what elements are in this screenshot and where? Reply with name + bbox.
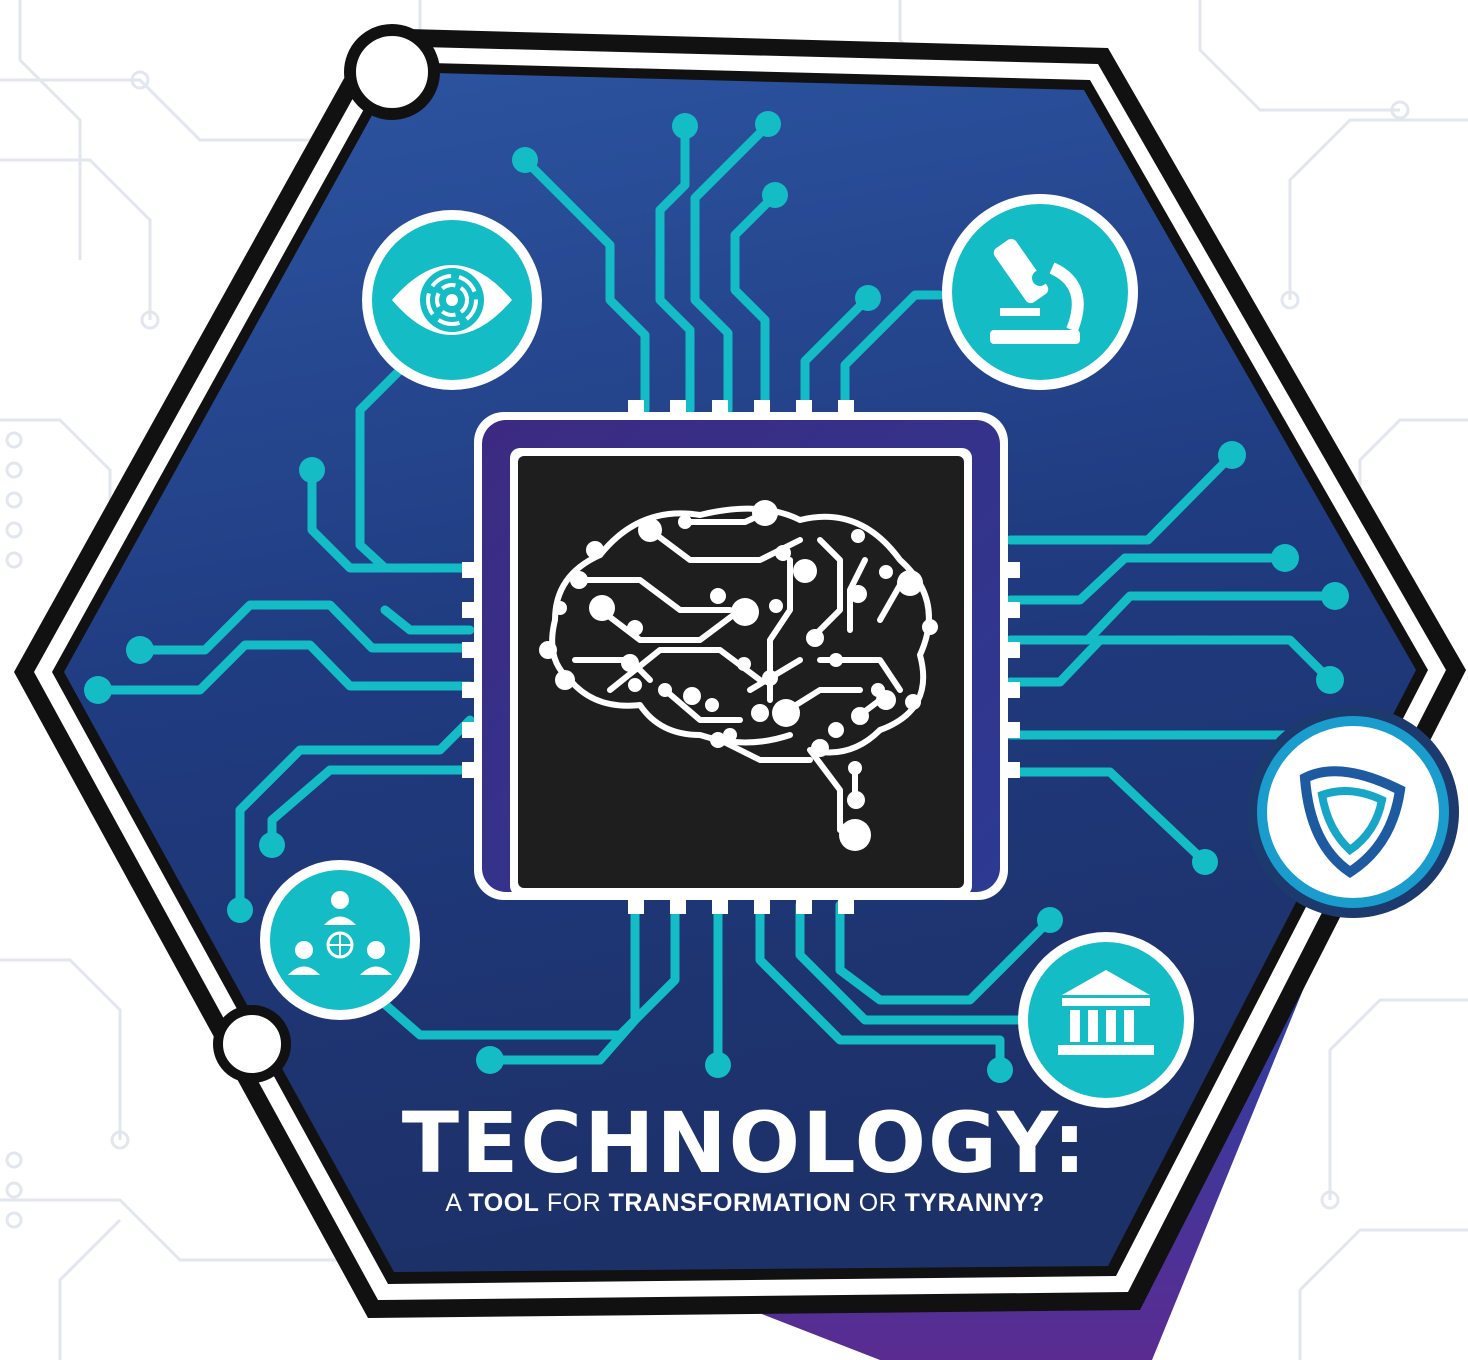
corner-node-top-left (344, 24, 440, 120)
shield-logo-icon (1247, 706, 1459, 918)
subtitle-prefix: A (445, 1189, 469, 1217)
title-block: TECHNOLOGY: A TOOL FOR TRANSFORMATION OR… (380, 1098, 1110, 1218)
corner-node-bottom-left (213, 1005, 291, 1083)
eye-scan-icon (362, 210, 542, 390)
subtitle-word-transformation: TRANSFORMATION (608, 1189, 852, 1217)
main-title: TECHNOLOGY: (401, 1094, 1089, 1192)
global-network-people-icon (260, 860, 420, 1020)
subtitle: A TOOL FOR TRANSFORMATION OR TYRANNY? (380, 1188, 1110, 1218)
subtitle-word-tool: TOOL (468, 1189, 540, 1217)
subtitle-word-for: FOR (539, 1189, 609, 1217)
subtitle-word-tyranny: TYRANNY? (904, 1189, 1045, 1217)
subtitle-word-or: OR (851, 1189, 905, 1217)
circuit-traces (93, 120, 1340, 1075)
brain-circuit-nodes (539, 500, 938, 851)
circuit-terminals (84, 111, 1349, 1083)
microscope-icon (942, 194, 1138, 390)
government-building-icon (1018, 932, 1194, 1108)
